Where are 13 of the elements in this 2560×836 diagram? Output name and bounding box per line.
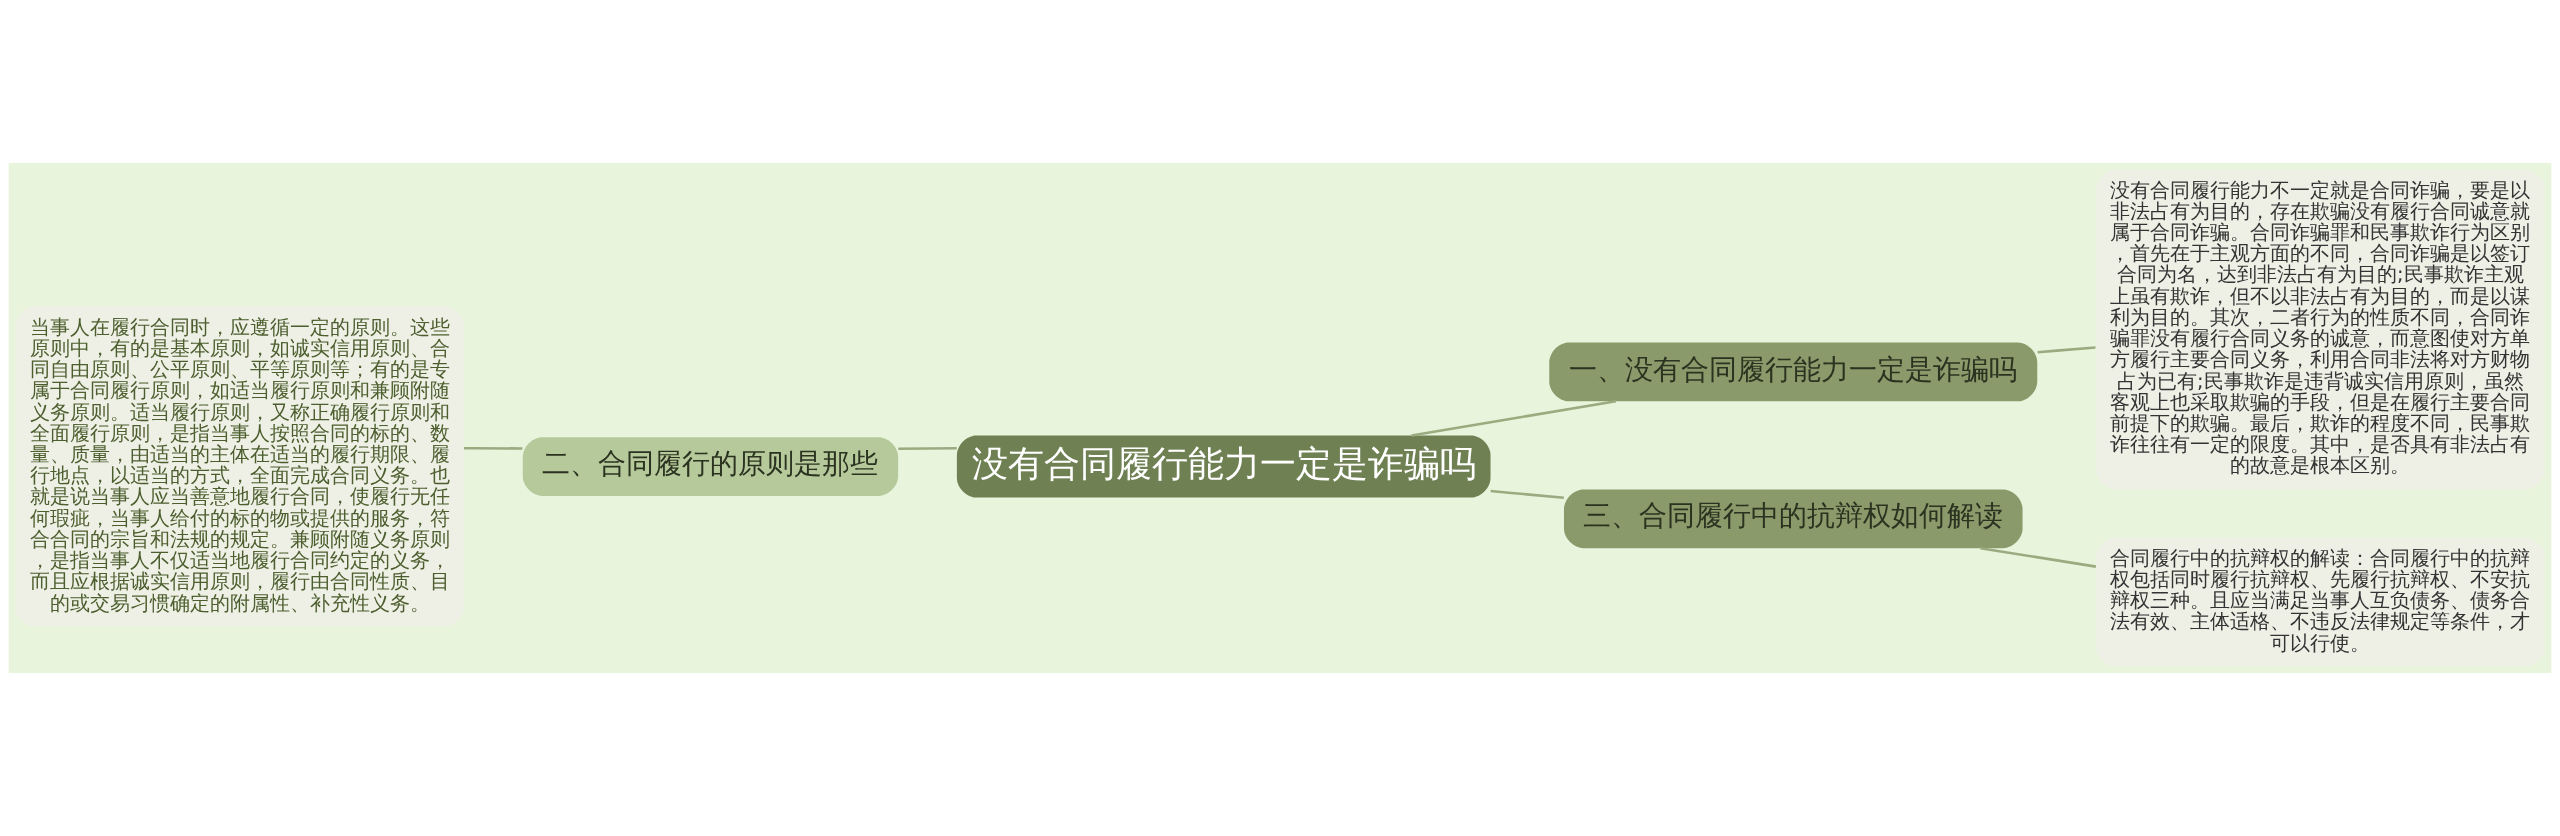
node-box: 没有合同履行能力一定是诈骗吗 [956, 435, 1491, 498]
node-box: 合同履行中的抗辩权的解读：合同履行中的抗辩权包括同时履行抗辩权、先履行抗辩权、不安抗辩权三种。且应当满足当事人互负债务、债务合法有效、主体适格、不违反法律规定等条件，才可以行使。 [2096, 537, 2545, 667]
node-box: 二、合同履行的原则是那些 [522, 437, 899, 496]
connector [2037, 346, 2096, 354]
node-box: 三、合同履行中的抗辩权如何解读 [1563, 489, 2023, 549]
connector [1980, 546, 2097, 568]
connector [464, 446, 523, 450]
connector [898, 446, 957, 451]
node-box: 没有合同履行能力不一定就是合同诈骗，要是以非法占有为目的，存在欺骗没有履行合同诚意就属于合同诈骗。合同诈骗罪和民事欺诈行为区别，首先在于主观方面的不同，合同诈骗是以签订合同为名，达到非法占有为目的;民事欺诈主观上虽有欺诈，但不以非法占有为目的，而是以谋利为目的。其次，二者行为的性质不同，合同诈骗罪没有履行合同义务的诚意，而意图使对方单方履行主要合同义务，利用合同非法将对方财物占为已有;民事欺诈是违背诚实信用原则，虽然客观上也采取欺骗的手段，但是在履行主要合同前提下的欺骗。最后，欺诈的程度不同，民事欺诈往往有一定的限度。其中，是否具有非法占有的故意是根本区别。 [2096, 169, 2545, 490]
node-box: 当事人在履行合同时，应遵循一定的原则。这些原则中，有的是基本原则，如诚实信用原则、合同自由原则、公平原则、平等原则等；有的是专属于合同履行原则，如适当履行原则和兼顾附随义务原则。适当履行原则，又称正确履行原则和全面履行原则，是指当事人按照合同的标的、数量、质量，由适当的主体在适当的履行期限、履行地点，以适当的方式，全面完成合同义务。也就是说当事人应当善意地履行合同，使履行无任何瑕疵，当事人给付的标的物或提供的服务，符合合同的宗旨和法规的规定。兼顾附随义务原则，是指当事人不仅适当地履行合同约定的义务，而且应根据诚实信用原则，履行由合同性质、目的或交易习惯确定的附属性、补充性义务。 [15, 306, 464, 627]
connector [1490, 489, 1564, 500]
node-box: 一、没有合同履行能力一定是诈骗吗 [1549, 342, 2038, 402]
connector [1411, 400, 1617, 437]
